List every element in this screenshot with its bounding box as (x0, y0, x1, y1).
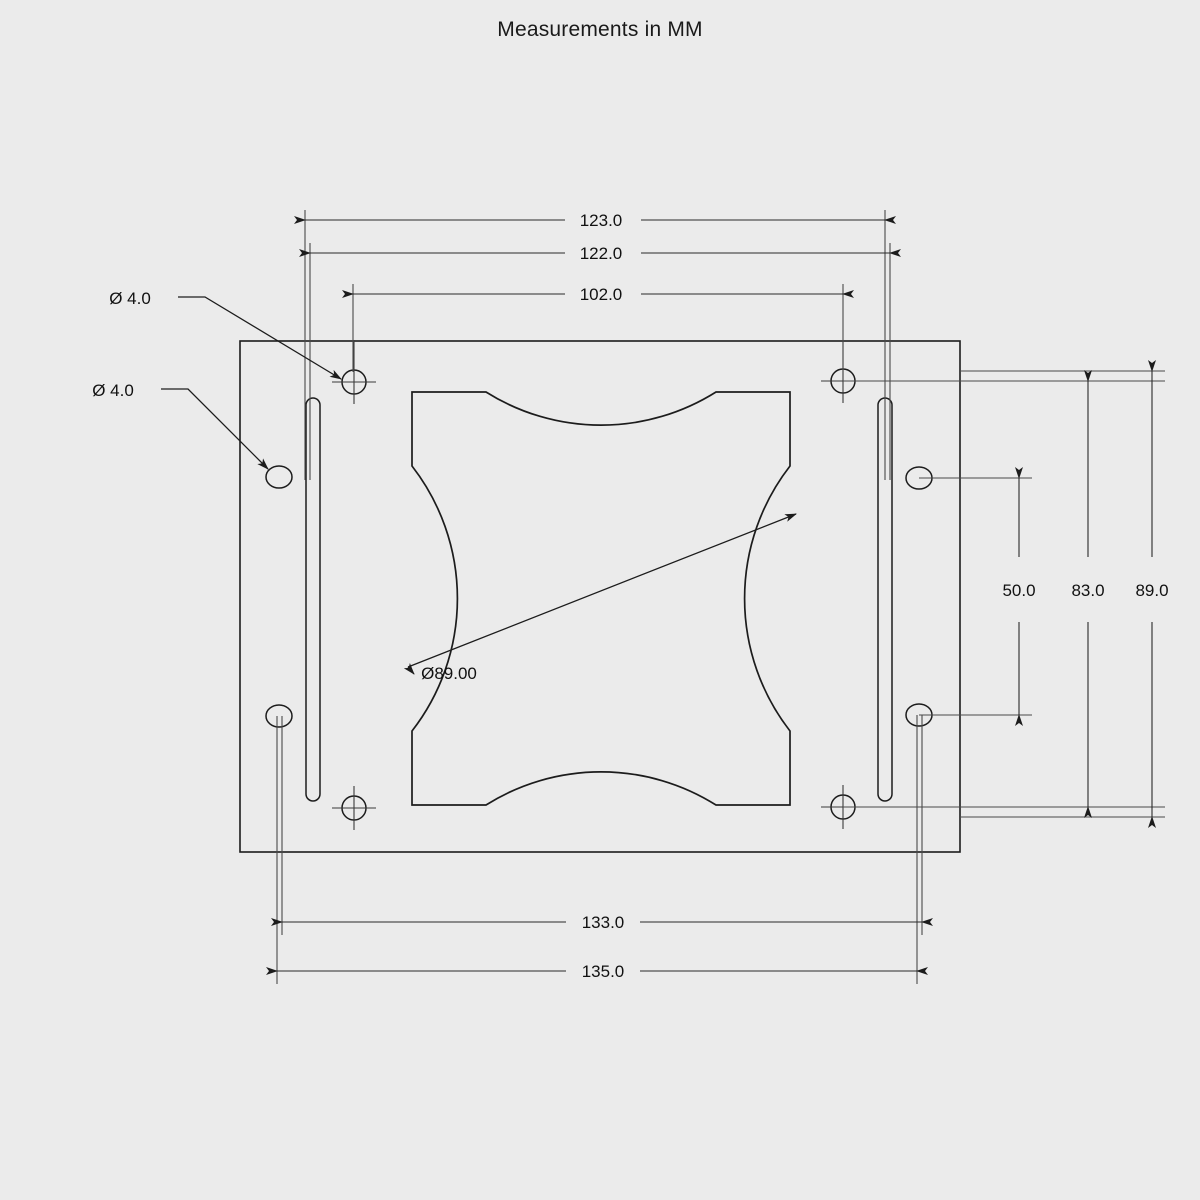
oval-hole-left-lower (265, 704, 293, 728)
dim-133-label: 133.0 (582, 913, 625, 932)
callout-hole-dia-4-lower-label: Ø 4.0 (92, 381, 134, 400)
dim-122-label: 122.0 (580, 244, 623, 263)
extension-lines (276, 210, 1165, 984)
dim-123: 123.0 (294, 211, 896, 230)
dim-102: 102.0 (342, 285, 854, 304)
dim-133: 133.0 (271, 913, 933, 932)
dim-83-label: 83.0 (1071, 581, 1104, 600)
dim-135-label: 135.0 (582, 962, 625, 981)
part-geometry (239, 340, 961, 853)
callout-group: Ø 4.0 Ø 4.0 Ø89.00 (92, 289, 797, 683)
mounting-plate-outline (239, 340, 961, 853)
dim-102-label: 102.0 (580, 285, 623, 304)
dimension-group-bottom: 133.0 135.0 (266, 913, 933, 981)
dimension-group-right: 50.0 83.0 89.0 (1002, 360, 1169, 828)
callout-cutout-dia-89-label: Ø89.00 (421, 664, 477, 683)
dim-123-label: 123.0 (580, 211, 623, 230)
callout-hole-dia-4-upper: Ø 4.0 (109, 289, 342, 380)
dim-89: 89.0 (1135, 360, 1169, 828)
dim-50: 50.0 (1002, 467, 1036, 726)
dim-83: 83.0 (1071, 370, 1105, 818)
callout-cutout-dia-89: Ø89.00 (403, 513, 797, 683)
dim-50-label: 50.0 (1002, 581, 1035, 600)
dim-122: 122.0 (299, 244, 901, 263)
callout-hole-dia-4-upper-label: Ø 4.0 (109, 289, 151, 308)
dimension-group-top: 123.0 122.0 102.0 (294, 211, 901, 304)
callout-hole-dia-4-lower: Ø 4.0 (92, 381, 269, 470)
dim-135: 135.0 (266, 962, 928, 981)
center-cutout (411, 391, 791, 806)
slot-left (305, 397, 321, 802)
page-title: Measurements in MM (497, 18, 703, 41)
dim-89-label: 89.0 (1135, 581, 1168, 600)
oval-hole-left-upper (265, 465, 293, 489)
